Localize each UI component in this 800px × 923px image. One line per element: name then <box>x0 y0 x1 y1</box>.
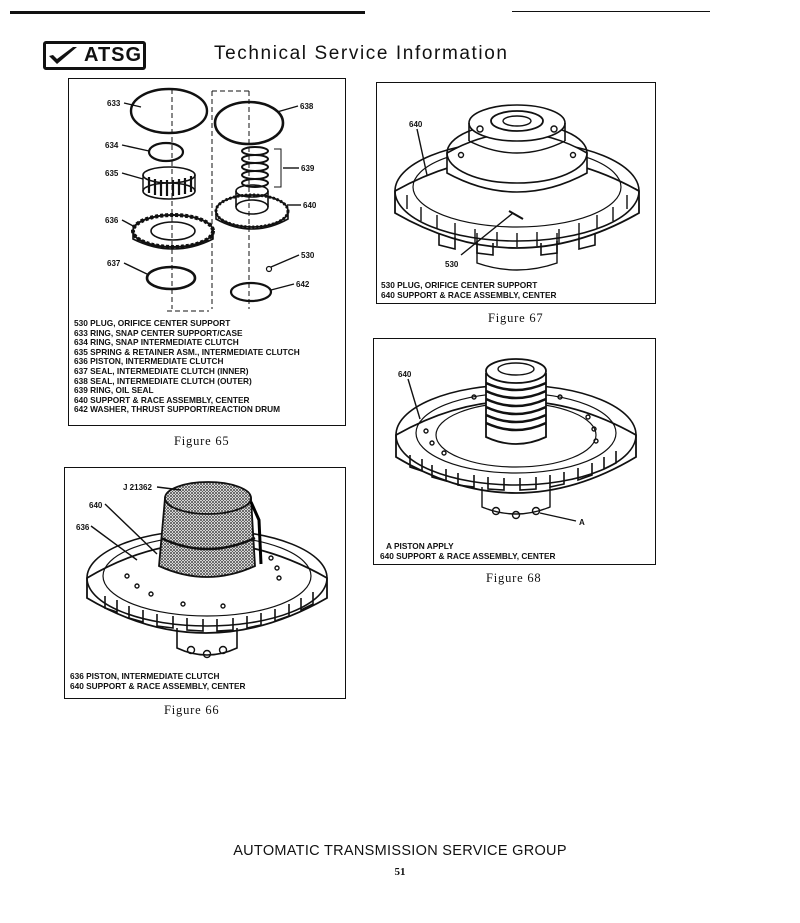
callout-530: 530 <box>301 251 315 260</box>
callout-638: 638 <box>300 102 314 111</box>
legend-item: 530 PLUG, ORIFICE CENTER SUPPORT <box>74 318 231 328</box>
callout-634: 634 <box>105 141 119 150</box>
legend-item: 530 PLUG, ORIFICE CENTER SUPPORT <box>381 280 538 290</box>
legend-item: A PISTON APPLY <box>386 541 454 551</box>
callout-637: 637 <box>107 259 121 268</box>
legend-item: 640 SUPPORT & RACE ASSEMBLY, CENTER <box>74 394 250 405</box>
callout-642: 642 <box>296 280 310 289</box>
figure-68-panel: 640 A A PISTON APPLY 640 SUPPORT & RACE … <box>373 338 656 565</box>
piston-installation-drawing: J 21362 640 636 <box>76 481 328 659</box>
figure-66-caption: Figure 66 <box>164 703 220 717</box>
legend-item: 637 SEAL, INTERMEDIATE CLUTCH (INNER) <box>74 365 249 376</box>
legend-item: 634 RING, SNAP INTERMEDIATE CLUTCH <box>74 337 239 348</box>
callout-640: 640 <box>303 201 317 210</box>
page-number: 51 <box>394 866 406 878</box>
callout-635: 635 <box>105 169 119 178</box>
callout-j21362: J 21362 <box>123 483 152 492</box>
figure-65-caption: Figure 65 <box>174 434 230 448</box>
page-title: Technical Service Information <box>214 43 509 64</box>
legend-item: 640 SUPPORT & RACE ASSEMBLY, CENTER <box>380 550 556 561</box>
callout-640: 640 <box>89 501 103 510</box>
legend-item: 640 SUPPORT & RACE ASSEMBLY, CENTER <box>70 680 246 691</box>
legend-item: 638 SEAL, INTERMEDIATE CLUTCH (OUTER) <box>74 375 252 386</box>
figure-66-legend: 636 PISTON, INTERMEDIATE CLUTCH 640 SUPP… <box>70 671 246 691</box>
callout-640: 640 <box>409 120 423 129</box>
top-rule-right <box>512 11 710 12</box>
logo-text: ATSG <box>84 44 143 66</box>
figure-67-legend: 530 PLUG, ORIFICE CENTER SUPPORT 640 SUP… <box>381 280 557 300</box>
legend-item: 635 SPRING & RETAINER ASM., INTERMEDIATE… <box>74 346 300 357</box>
atsg-logo: ATSG <box>43 41 146 70</box>
figure-65-legend: 530 PLUG, ORIFICE CENTER SUPPORT 633 RIN… <box>74 318 300 415</box>
legend-item: 636 PISTON, INTERMEDIATE CLUTCH <box>74 356 224 367</box>
figure-67-panel: 640 530 530 PLUG, ORIFICE CENTER SUPPORT… <box>376 82 656 304</box>
callout-636: 636 <box>105 216 119 225</box>
exploded-view-drawing: 633 638 634 639 635 640 636 530 637 642 <box>105 87 317 312</box>
callout-530: 530 <box>445 260 459 269</box>
figure-68-legend: A PISTON APPLY 640 SUPPORT & RACE ASSEMB… <box>380 541 556 561</box>
legend-item: 636 PISTON, INTERMEDIATE CLUTCH <box>70 671 220 681</box>
legend-item: 639 RING, OIL SEAL <box>74 385 154 396</box>
piston-apply-drawing: 640 A <box>395 358 637 527</box>
callout-639: 639 <box>301 164 315 173</box>
callout-633: 633 <box>107 99 121 108</box>
footer-organization: AUTOMATIC TRANSMISSION SERVICE GROUP <box>233 843 567 859</box>
callout-636: 636 <box>76 523 90 532</box>
center-support-top-drawing: 640 530 <box>394 104 640 271</box>
legend-item: 642 WASHER, THRUST SUPPORT/REACTION DRUM <box>74 404 281 415</box>
figure-66-panel: J 21362 640 636 636 PISTON, INTERMEDIATE… <box>64 467 346 699</box>
check-mark-icon <box>47 45 79 66</box>
figure-68-caption: Figure 68 <box>486 571 542 585</box>
top-rule-left <box>10 11 365 14</box>
figure-65-panel: 633 638 634 639 635 640 636 530 637 642 … <box>68 78 346 426</box>
callout-640: 640 <box>398 370 412 379</box>
legend-item: 640 SUPPORT & RACE ASSEMBLY, CENTER <box>381 289 557 300</box>
callout-a: A <box>579 518 585 527</box>
legend-item: 633 RING, SNAP CENTER SUPPORT/CASE <box>74 327 243 338</box>
figure-67-caption: Figure 67 <box>488 311 544 325</box>
